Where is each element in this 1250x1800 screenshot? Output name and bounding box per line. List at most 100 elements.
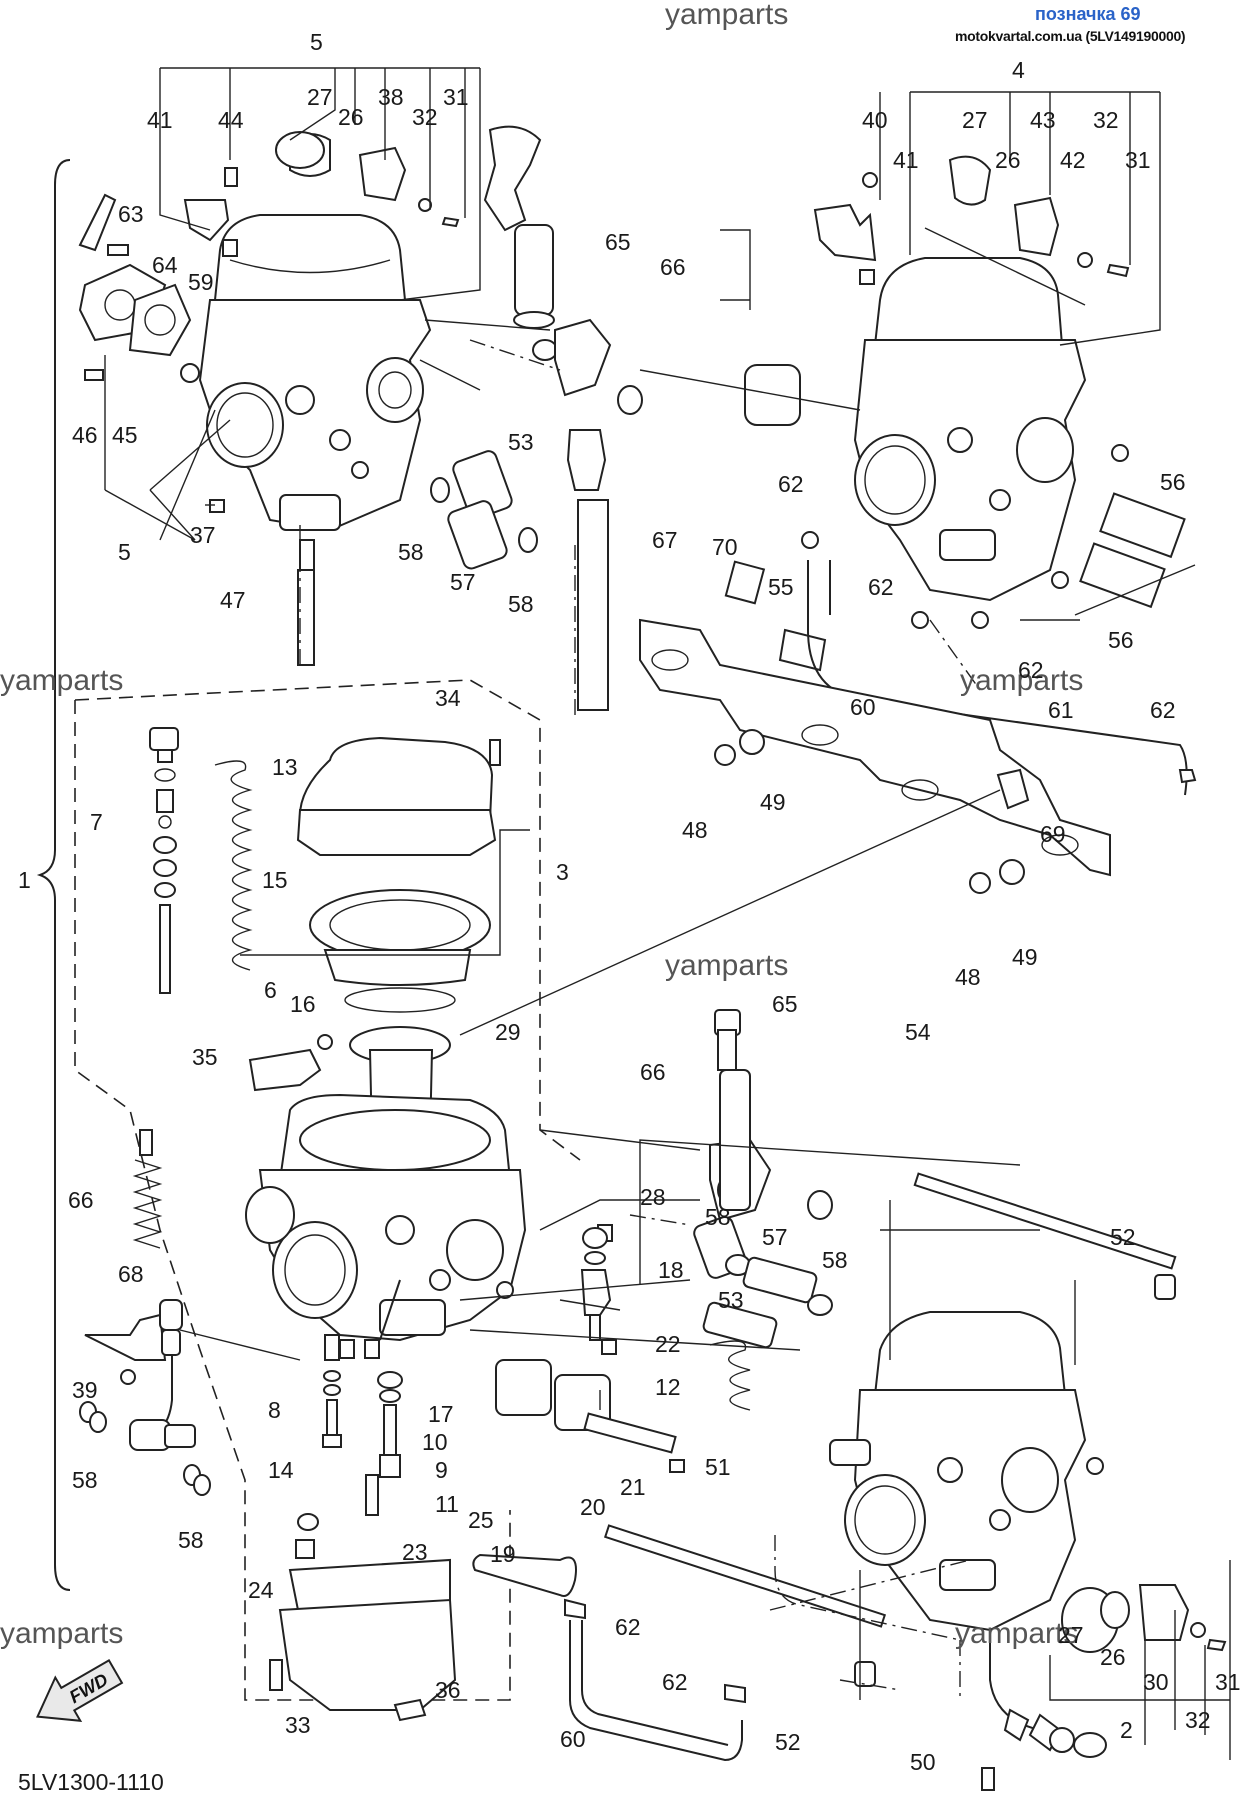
callout-58: 58	[72, 1467, 98, 1493]
callout-62: 62	[868, 574, 894, 600]
callout-45: 45	[112, 422, 138, 448]
group-3-boundary-top	[74, 679, 581, 1161]
carburetor-assembly-top-left	[198, 214, 432, 576]
callout-58: 58	[508, 591, 534, 617]
callout-19: 19	[490, 1541, 516, 1567]
callout-26: 26	[338, 104, 364, 130]
callout-69: 69	[1040, 821, 1066, 847]
callout-60: 60	[560, 1726, 586, 1752]
callout-14: 14	[268, 1457, 294, 1483]
callout-43: 43	[1030, 107, 1056, 133]
callout-2: 2	[1120, 1717, 1133, 1743]
callout-24: 24	[248, 1577, 274, 1603]
callout-27: 27	[307, 84, 333, 110]
callout-62: 62	[615, 1614, 641, 1640]
callout-47: 47	[220, 587, 246, 613]
callout-65: 65	[605, 229, 631, 255]
callout-20: 20	[580, 1494, 606, 1520]
callout-52: 52	[1110, 1224, 1136, 1250]
leader-lines	[104, 67, 1231, 1760]
callout-23: 23	[402, 1539, 428, 1565]
callout-4: 4	[1012, 57, 1025, 83]
callout-26: 26	[1100, 1644, 1126, 1670]
watermark: yamparts	[665, 949, 788, 982]
callout-21: 21	[620, 1474, 646, 1500]
callout-12: 12	[655, 1374, 681, 1400]
callout-61: 61	[1048, 697, 1074, 723]
diagram-code: 5LV1300-1110	[18, 1769, 164, 1795]
callout-10: 10	[422, 1429, 448, 1455]
callout-48: 48	[682, 817, 708, 843]
callout-11: 11	[435, 1491, 459, 1517]
callout-38: 38	[378, 84, 404, 110]
carburetor-main-center	[245, 1093, 527, 1359]
callout-66: 66	[660, 254, 686, 280]
watermark: yamparts	[955, 1617, 1078, 1650]
callout-62: 62	[662, 1669, 688, 1695]
callout-58: 58	[398, 539, 424, 565]
callout-34: 34	[435, 685, 461, 711]
callout-58: 58	[178, 1527, 204, 1553]
callout-37: 37	[190, 522, 216, 548]
lower-left-parts	[79, 1009, 833, 1722]
callout-60: 60	[850, 694, 876, 720]
callout-46: 46	[72, 422, 98, 448]
callout-53: 53	[718, 1287, 744, 1313]
callout-52: 52	[775, 1729, 801, 1755]
callout-66: 66	[68, 1187, 94, 1213]
callout-70: 70	[712, 534, 738, 560]
badge-link[interactable]: позначка 69	[1035, 4, 1141, 24]
callout-27: 27	[962, 107, 988, 133]
callout-13: 13	[272, 754, 298, 780]
middle-detail-parts	[149, 727, 501, 1141]
callout-32: 32	[1185, 1707, 1211, 1733]
callout-31: 31	[443, 84, 469, 110]
callout-39: 39	[72, 1377, 98, 1403]
callout-7: 7	[90, 809, 103, 835]
source-site-label: motokvartal.com.ua (5LV149190000)	[955, 28, 1186, 44]
callout-32: 32	[1093, 107, 1119, 133]
callout-59: 59	[188, 269, 214, 295]
callout-33: 33	[285, 1712, 311, 1738]
callout-41: 41	[147, 107, 173, 133]
callout-31: 31	[1215, 1669, 1241, 1695]
callout-26: 26	[995, 147, 1021, 173]
callout-3: 3	[556, 859, 569, 885]
callout-36: 36	[435, 1677, 461, 1703]
callout-67: 67	[652, 527, 678, 553]
callout-5: 5	[310, 29, 323, 55]
callout-28: 28	[640, 1184, 666, 1210]
top-center-hoses	[297, 125, 643, 711]
callout-8: 8	[268, 1397, 281, 1423]
callout-57: 57	[450, 569, 476, 595]
callout-55: 55	[768, 574, 794, 600]
callout-56: 56	[1108, 627, 1134, 653]
callout-29: 29	[495, 1019, 521, 1045]
watermark-top: yamparts	[665, 0, 788, 31]
carburetor-assembly-bottom-right	[564, 1172, 1227, 1791]
group-1-brace	[36, 159, 71, 1591]
callout-66: 66	[640, 1059, 666, 1085]
callout-5: 5	[118, 539, 131, 565]
callout-49: 49	[760, 789, 786, 815]
callout-68: 68	[118, 1261, 144, 1287]
top-left-small-parts	[78, 131, 460, 513]
callout-16: 16	[290, 991, 316, 1017]
callout-53: 53	[508, 429, 534, 455]
callout-65: 65	[772, 991, 798, 1017]
carburetor-assembly-top-right	[639, 155, 1197, 894]
callout-32: 32	[412, 104, 438, 130]
callout-62: 62	[1150, 697, 1176, 723]
callout-22: 22	[655, 1331, 681, 1357]
callout-49: 49	[1012, 944, 1038, 970]
callout-35: 35	[192, 1044, 218, 1070]
callout-62: 62	[1018, 657, 1044, 683]
callout-63: 63	[118, 201, 144, 227]
callout-15: 15	[262, 867, 288, 893]
callout-44: 44	[218, 107, 244, 133]
callout-62: 62	[778, 471, 804, 497]
callout-27: 27	[1058, 1622, 1084, 1648]
callout-30: 30	[1143, 1669, 1169, 1695]
callout-31: 31	[1125, 147, 1151, 173]
